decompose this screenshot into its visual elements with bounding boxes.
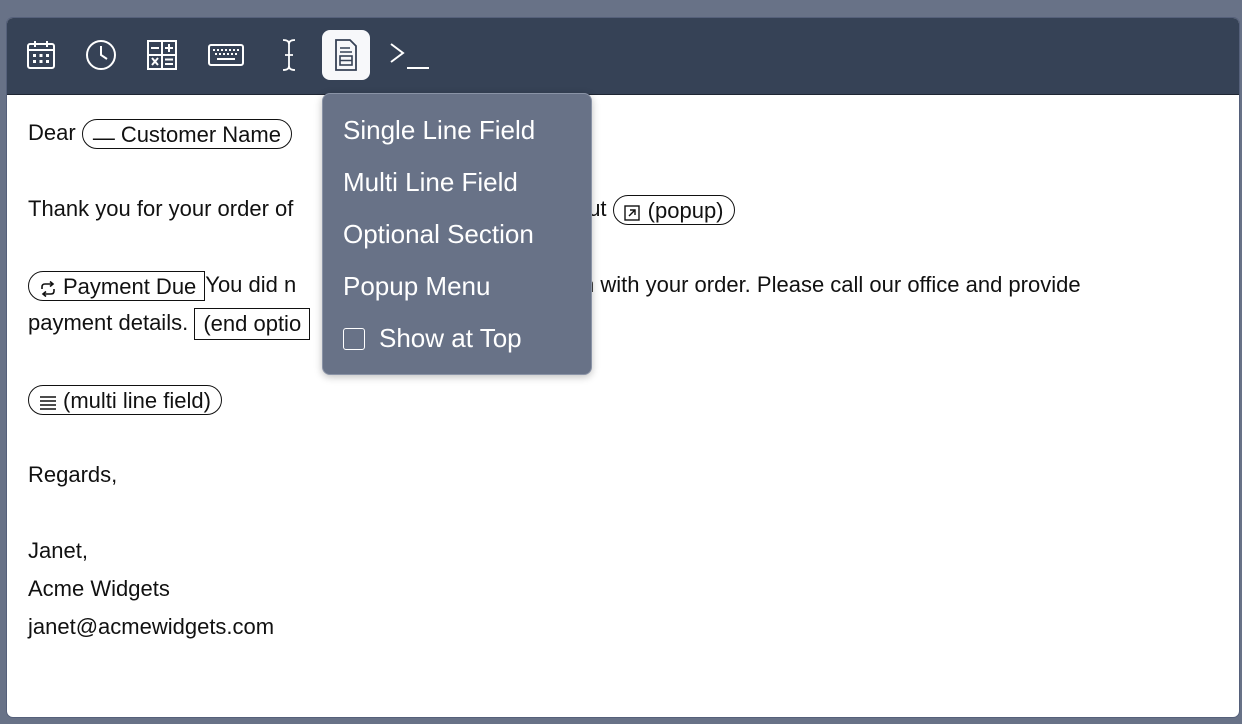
single-line-field-icon: —	[92, 125, 115, 151]
multi-line-field[interactable]: (multi line field)	[28, 385, 222, 416]
multi-line-row: (multi line field)	[28, 382, 222, 416]
toolbar	[7, 18, 1239, 94]
insert-field-menu: Single Line Field Multi Line Field Optio…	[322, 93, 592, 375]
menu-item-optional-section[interactable]: Optional Section	[343, 219, 534, 249]
multi-line-icon	[40, 396, 56, 410]
keyboard-button[interactable]	[202, 30, 250, 80]
template-editor[interactable]: Dear —Customer Name Thank you for your o…	[7, 94, 1239, 717]
clock-icon	[86, 40, 116, 70]
calculator-button[interactable]	[138, 30, 186, 80]
calculator-icon	[147, 40, 177, 70]
customer-name-field[interactable]: —Customer Name	[81, 119, 292, 150]
snippet-editor-window: Dear —Customer Name Thank you for your o…	[7, 18, 1239, 717]
calendar-icon	[27, 41, 55, 69]
show-at-top-checkbox[interactable]	[343, 328, 365, 350]
menu-item-popup-menu[interactable]: Popup Menu	[343, 271, 491, 301]
menu-item-single-line-field[interactable]: Single Line Field	[343, 115, 536, 145]
repeat-icon	[41, 281, 55, 298]
regards-line: Regards,	[28, 462, 118, 487]
show-at-top-label: Show at Top	[379, 323, 522, 353]
menu-item-multi-line-field[interactable]: Multi Line Field	[343, 167, 518, 197]
form-fields-button[interactable]	[322, 30, 370, 80]
end-optional-marker[interactable]: (end optio	[194, 308, 311, 341]
time-button[interactable]	[77, 30, 125, 80]
order-line: Thank you for your order of p out (popup…	[28, 192, 735, 226]
terminal-icon	[390, 43, 429, 69]
text-cursor-icon	[282, 39, 296, 71]
payment-details-line: payment details. (end optio	[28, 306, 311, 341]
popup-field[interactable]: (popup)	[612, 195, 735, 226]
show-at-top-option[interactable]: Show at Top	[343, 318, 522, 358]
keyboard-icon	[208, 44, 244, 66]
popup-icon	[623, 205, 640, 221]
text-cursor-button[interactable]	[265, 30, 313, 80]
calendar-button[interactable]	[17, 30, 65, 80]
signature-name: Janet,	[28, 538, 88, 563]
signature-email: janet@acmewidgets.com	[28, 614, 275, 639]
signature-company: Acme Widgets	[28, 576, 170, 601]
payment-due-optional-section[interactable]: Payment Due	[28, 271, 206, 302]
terminal-button[interactable]	[385, 30, 433, 80]
form-icon	[335, 39, 357, 71]
salutation-line: Dear —Customer Name	[28, 116, 292, 150]
